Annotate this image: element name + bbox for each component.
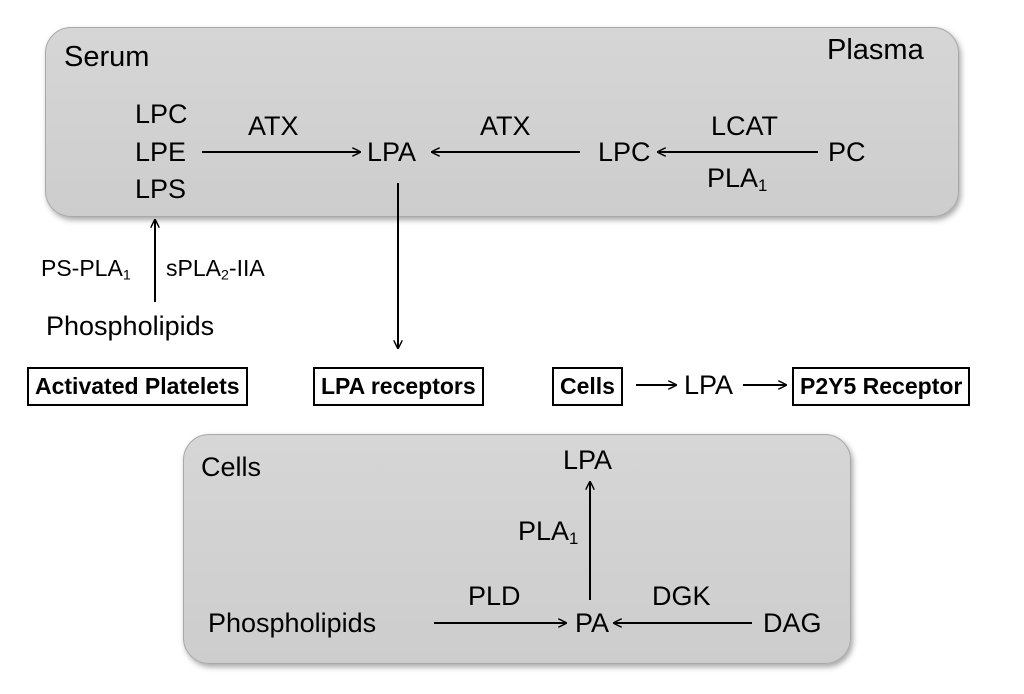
enzyme-spla2-iia: sPLA2-IIA (166, 255, 265, 284)
lpc-plasma: LPC (598, 137, 651, 167)
serum-label: Serum (64, 41, 150, 73)
plasma-label: Plasma (827, 34, 924, 66)
pa-label: PA (575, 608, 610, 638)
cells-panel (183, 434, 851, 664)
enzyme-dgk: DGK (652, 581, 711, 611)
lpa-cells: LPA (563, 445, 613, 475)
enzyme-atx-right: ATX (480, 111, 531, 141)
p2y5-receptor-box: P2Y5 Receptor (792, 367, 971, 406)
pc-label: PC (828, 137, 866, 167)
activated-platelets-box: Activated Platelets (27, 367, 248, 406)
lpa-serum: LPA (367, 137, 417, 167)
substrate-lps: LPS (135, 174, 187, 204)
cells-box: Cells (552, 367, 623, 406)
dag-label: DAG (763, 608, 822, 638)
substrate-lpc: LPC (135, 99, 188, 129)
enzyme-pla1-cells: PLA1 (518, 516, 579, 549)
enzyme-pla1-plasma: PLA1 (707, 163, 768, 196)
serum-plasma-panel (45, 27, 959, 217)
lpa-receptors-box: LPA receptors (313, 367, 484, 406)
enzyme-lcat: LCAT (711, 111, 779, 141)
enzyme-ps-pla1: PS-PLA1 (41, 255, 131, 284)
cells-panel-label: Cells (201, 452, 262, 482)
substrate-lpe: LPE (135, 137, 187, 167)
lpa-middle: LPA (684, 370, 734, 400)
phospholipids-cells: Phospholipids (208, 608, 377, 638)
phospholipids-serum-source: Phospholipids (46, 311, 215, 341)
enzyme-atx-left: ATX (248, 111, 299, 141)
enzyme-pld: PLD (468, 581, 521, 611)
